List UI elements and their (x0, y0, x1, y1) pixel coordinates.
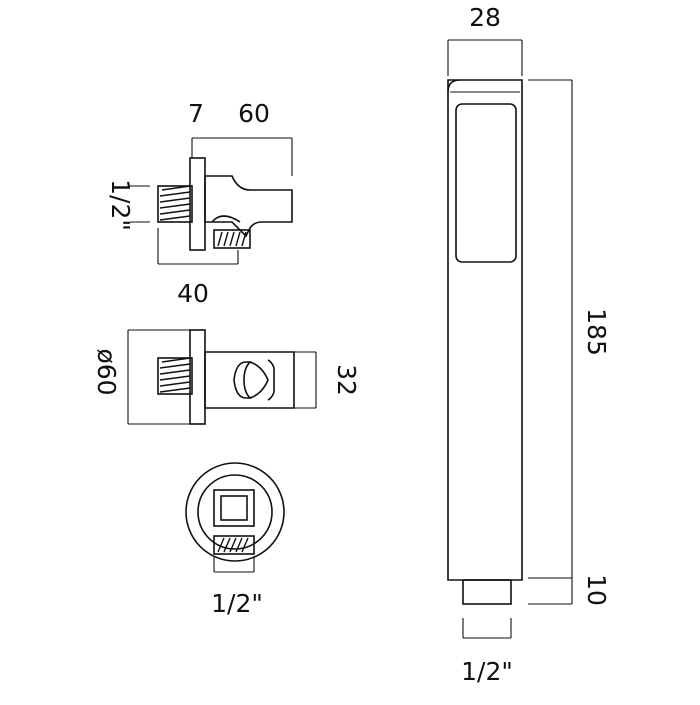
dim-handset-thread-label: 1/2" (461, 657, 513, 686)
dim-depth-label: 40 (177, 279, 209, 308)
side-outlet-hatch (217, 231, 247, 247)
handset-connector (462, 579, 512, 605)
front-plate-inner (197, 474, 273, 550)
front-holder-square (213, 489, 255, 527)
top-clip-curve (249, 361, 269, 399)
dim-length-label: 185 (582, 308, 611, 356)
handset-view: 28 185 10 1/2" (447, 3, 611, 686)
dim-projection-label: 60 (238, 99, 270, 128)
top-view: ø60 32 (92, 329, 361, 425)
top-clip-outer (267, 359, 275, 401)
handset-spray-face (455, 103, 517, 263)
dim-width-label: 28 (469, 3, 501, 32)
front-holder-inner (220, 495, 248, 521)
top-thread-hatch (159, 357, 191, 393)
side-thread-hatch (159, 185, 191, 221)
front-outlet-hatch (217, 537, 249, 553)
handset-body (447, 79, 523, 581)
side-holder-body (204, 175, 293, 238)
dim-thread-label: 1/2" (106, 179, 135, 231)
handset-top-curve (447, 79, 461, 93)
side-elbow-outlet (211, 215, 241, 223)
dim-diameter-label: ø60 (92, 348, 121, 395)
top-thread-body (157, 357, 193, 395)
side-thread-body (157, 185, 193, 223)
dim-height-label: 32 (332, 364, 361, 396)
top-clip-slot (233, 361, 252, 399)
side-outlet-thread (213, 229, 251, 249)
front-plate-outer (185, 462, 285, 562)
front-outlet-thread (213, 535, 255, 555)
dim-front-thread-label: 1/2" (211, 589, 263, 618)
side-view: 7 60 1/2" 40 (106, 99, 293, 308)
top-holder-body (204, 351, 295, 409)
dim-plate-label: 7 (188, 99, 204, 128)
dim-connector-label: 10 (582, 574, 611, 606)
front-view: 1/2" (185, 462, 285, 618)
